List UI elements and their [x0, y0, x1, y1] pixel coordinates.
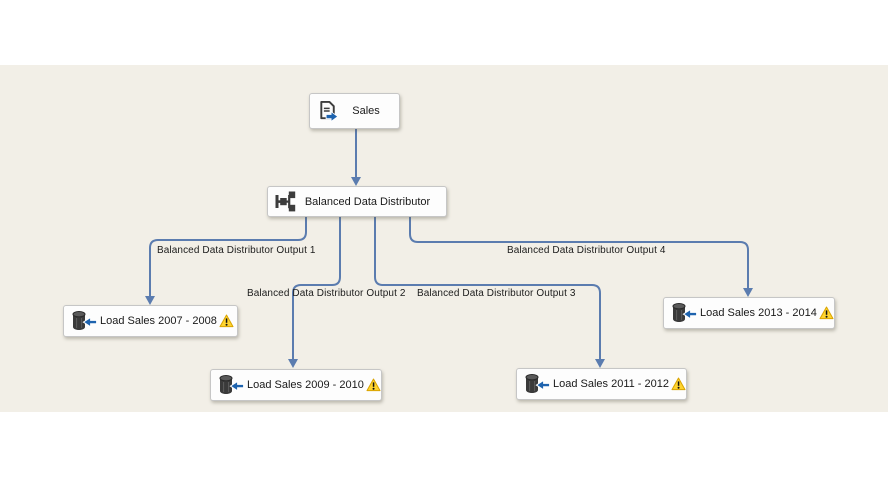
node-load-sales-2013-2014[interactable]: Load Sales 2013 - 2014 — [663, 297, 835, 329]
connector-label-output-4: Balanced Data Distributor Output 4 — [507, 245, 666, 256]
document-arrow-right-icon — [317, 100, 340, 123]
database-arrow-left-icon — [71, 310, 98, 332]
warning-triangle-icon — [219, 314, 234, 328]
warning-triangle-icon — [819, 306, 834, 320]
node-label: Load Sales 2009 - 2010 — [247, 379, 364, 391]
dataflow-canvas[interactable] — [0, 65, 888, 412]
node-label: Load Sales 2013 - 2014 — [700, 307, 817, 319]
node-label: Balanced Data Distributor — [304, 195, 431, 208]
node-load-sales-2011-2012[interactable]: Load Sales 2011 - 2012 — [516, 368, 687, 400]
warning-triangle-icon — [671, 377, 686, 391]
split-branch-icon — [275, 191, 296, 212]
node-load-sales-2009-2010[interactable]: Load Sales 2009 - 2010 — [210, 369, 382, 401]
database-arrow-left-icon — [524, 373, 551, 395]
connector-label-output-3: Balanced Data Distributor Output 3 — [417, 288, 576, 299]
node-label: Sales — [352, 105, 380, 117]
connector-label-output-1: Balanced Data Distributor Output 1 — [157, 245, 316, 256]
node-source-sales[interactable]: Sales — [309, 93, 400, 129]
node-load-sales-2007-2008[interactable]: Load Sales 2007 - 2008 — [63, 305, 238, 337]
database-arrow-left-icon — [671, 302, 698, 324]
node-label: Load Sales 2011 - 2012 — [553, 378, 669, 390]
warning-triangle-icon — [366, 378, 381, 392]
database-arrow-left-icon — [218, 374, 245, 396]
node-label: Load Sales 2007 - 2008 — [100, 315, 217, 327]
node-balanced-data-distributor[interactable]: Balanced Data Distributor — [267, 186, 447, 217]
connector-label-output-2: Balanced Data Distributor Output 2 — [247, 288, 406, 299]
